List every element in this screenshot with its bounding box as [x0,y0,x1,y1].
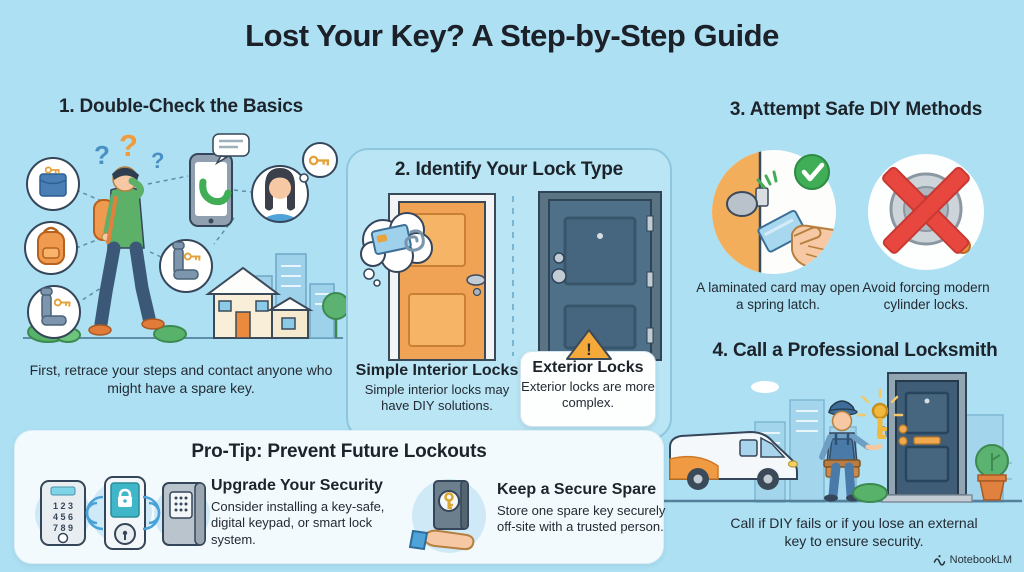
keypad-icon: 1 2 3 4 5 6 7 8 9 [40,480,86,546]
question-mark-icon: ? [119,128,138,163]
contact-avatar [251,165,309,223]
step2-heading: 2. Identify Your Lock Type [394,159,624,180]
security-devices-illustration: 1 2 3 4 5 6 7 8 9 [35,476,210,550]
wifi-waves-icon [85,495,104,531]
spare-title: Keep a Secure Spare [497,481,657,498]
card-latch-illustration [712,150,836,274]
latch-icon [755,187,769,207]
search-spot-icons [24,157,213,339]
step3-dont-caption: Avoid forcing modern cylinder locks. [862,280,990,313]
step3-heading: 3. Attempt Safe DIY Methods [729,99,983,120]
step3-do-caption: A laminated card may open a spring latch… [696,280,860,313]
glowing-key-icon [856,388,904,439]
section-step2: 2. Identify Your Lock Type [346,148,672,440]
interior-lock-caption: Simple interior locks may have DIY solut… [364,382,510,413]
potted-plant-icon [975,444,1009,501]
cross-icon [882,166,970,254]
step1-illustration: ? ? ? [23,128,348,343]
notebooklm-logo-icon [933,555,945,566]
thought-cloud-icon [360,212,433,287]
spare-key-bubble [299,142,338,183]
door-knob-icon [726,191,758,217]
phone-call-icon [189,153,233,227]
question-mark-icon: ? [151,148,164,173]
laminated-card-icon [757,209,807,253]
step1-heading: 1. Double-Check the Basics [59,96,303,117]
interior-lock-title: Simple Interior Locks [355,362,519,379]
car-seat-circle [27,285,81,339]
svg-text:1 2 3: 1 2 3 [53,501,73,511]
van-icon [669,430,799,490]
car-seat-circle-2 [159,239,213,293]
watermark-brand: NotebookLM [949,553,1012,566]
bush [852,483,888,503]
step4-caption: Call if DIY fails or if you lose an exte… [730,515,978,549]
wifi-waves-icon [142,495,161,531]
card-icon [370,224,412,255]
smart-lock-icon [104,476,146,550]
protip-panel: Pro-Tip: Prevent Future Lockouts 1 2 3 4… [14,430,666,564]
spark-lines [756,170,778,189]
key-safe-icon [162,482,206,546]
car-seat-key-icon [40,287,72,326]
exterior-lock-caption: Exterior locks are more complex. [521,379,655,410]
house [204,266,314,339]
watermark: NotebookLM [933,553,1012,566]
upgrade-title: Upgrade Your Security [211,477,383,494]
exterior-lock-card: Exterior Locks Exterior locks are more c… [520,351,656,427]
interior-lock-label: Simple Interior Locks Simple interior lo… [354,362,520,414]
key-safe-in-hand-illustration [409,479,486,553]
upgrade-caption: Consider installing a key-safe, digital … [211,499,385,547]
cloud [751,381,779,393]
locksmith-icon [819,400,883,502]
step4-heading: 4. Call a Professional Locksmith [712,340,998,361]
safe-with-key-icon [433,480,469,530]
svg-text:7 8 9: 7 8 9 [53,523,73,533]
spare-caption: Store one spare key securely off-site wi… [497,503,666,535]
question-mark-icon: ? [94,140,110,170]
locksmith-illustration [660,372,1022,503]
svg-text:4 5 6: 4 5 6 [53,512,73,522]
chat-bubble-icon [212,133,250,166]
interior-door-icon [388,193,496,361]
front-door-icon [877,372,973,503]
car-seat-key-icon-2 [172,241,202,280]
svg-text:!: ! [586,340,592,359]
step1-caption: First, retrace your steps and contact an… [29,362,333,396]
lock-types-illustration [360,191,662,361]
protip-heading: Pro-Tip: Prevent Future Lockouts [191,441,487,462]
exterior-lock-title: Exterior Locks [532,359,644,376]
hand-icon [409,529,475,551]
check-icon [794,154,830,190]
pocket-icon [39,173,67,197]
paperclip-icon [404,229,425,252]
warning-icon: ! [566,329,612,360]
forced-lock-illustration [868,154,984,270]
thinking-person [88,166,165,336]
page-title: Lost Your Key? A Step-by-Step Guide [245,18,779,53]
